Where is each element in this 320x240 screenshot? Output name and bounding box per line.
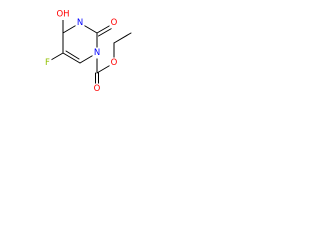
- label-bg: [92, 83, 102, 95]
- atom-label-ester-oxygen: O: [111, 58, 118, 68]
- molecule-canvas: OH N O F N O O: [0, 0, 170, 113]
- label-bg: [92, 47, 102, 59]
- bond-ch2-ch3: [113, 32, 132, 44]
- label-bg: [75, 17, 85, 29]
- atom-label-nitrogen-3: N: [77, 18, 83, 28]
- bond-c6-c5: [62, 52, 81, 64]
- atom-label-carbonyl-oxygen: O: [111, 18, 118, 28]
- label-bg: [56, 9, 70, 20]
- label-bg: [109, 57, 119, 69]
- atom-label-hydroxy-oxygen: OH: [56, 10, 69, 20]
- atom-label-ester-carbonyl-oxygen: O: [94, 84, 101, 94]
- bond-c2-o-b: [98, 28, 112, 37]
- bond-c2-o-a: [96, 25, 111, 34]
- label-bg: [43, 57, 52, 69]
- atom-label-nitrogen-1: N: [94, 48, 100, 58]
- structure-drawing: OH N O F N O O: [43, 9, 132, 95]
- atom-label-fluorine: F: [45, 58, 50, 68]
- label-bg: [109, 17, 119, 29]
- bond-c5-f: [50, 52, 64, 61]
- bond-c6-c5-inner: [65, 50, 80, 60]
